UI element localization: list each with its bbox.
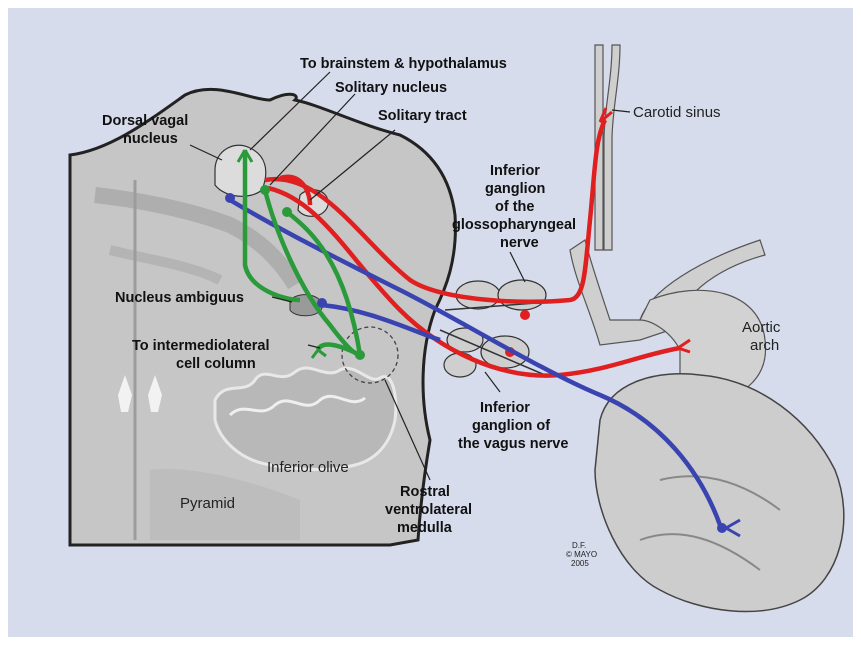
label-dorsal-vagal-1: Dorsal vagal (102, 113, 188, 129)
label-to-brainstem: To brainstem & hypothalamus (300, 56, 507, 72)
glosso-ganglion-cell (520, 310, 530, 320)
label-solitary-tract: Solitary tract (378, 108, 467, 124)
signature-line-2: © MAYO (566, 550, 597, 559)
solitary-cell-2 (282, 207, 292, 217)
label-inferior-glosso-2: ganglion (485, 181, 545, 197)
cardiac-ganglion-cell (717, 523, 727, 533)
label-to-iml-1: To intermediolateral (132, 338, 270, 354)
label-inferior-glosso-1: Inferior (490, 163, 540, 179)
label-inferior-glosso-4: glossopharyngeal (452, 217, 576, 233)
label-rvlm-2: ventrolateral (385, 502, 472, 518)
label-pyramid: Pyramid (180, 495, 235, 512)
dorsal-vagal-region (215, 145, 266, 196)
label-inferior-vagus-1: Inferior (480, 400, 530, 416)
medulla-outline (70, 89, 455, 545)
label-rvlm-3: medulla (397, 520, 453, 536)
signature-line-3: 2005 (571, 559, 589, 568)
dorsal-vagal-cell (225, 193, 235, 203)
label-aortic-arch-1: Aortic (742, 319, 781, 336)
signature-line-1: D.F. (572, 541, 586, 550)
label-to-iml-2: cell column (176, 356, 256, 372)
label-aortic-arch-2: arch (750, 337, 779, 354)
solitary-cell-1 (260, 185, 270, 195)
label-inferior-olive: Inferior olive (267, 459, 349, 476)
label-rvlm-1: Rostral (400, 484, 450, 500)
medulla-section (70, 89, 455, 545)
label-inferior-vagus-3: the vagus nerve (458, 436, 568, 452)
label-inferior-glosso-3: of the (495, 199, 534, 215)
rvlm-cell (355, 350, 365, 360)
label-dorsal-vagal-2: nucleus (123, 131, 178, 147)
label-inferior-vagus-2: ganglion of (472, 418, 550, 434)
label-carotid-sinus: Carotid sinus (633, 104, 721, 121)
label-inferior-glosso-5: nerve (500, 235, 539, 251)
label-nucleus-ambiguus: Nucleus ambiguus (115, 290, 244, 306)
label-solitary-nucleus: Solitary nucleus (335, 80, 447, 96)
